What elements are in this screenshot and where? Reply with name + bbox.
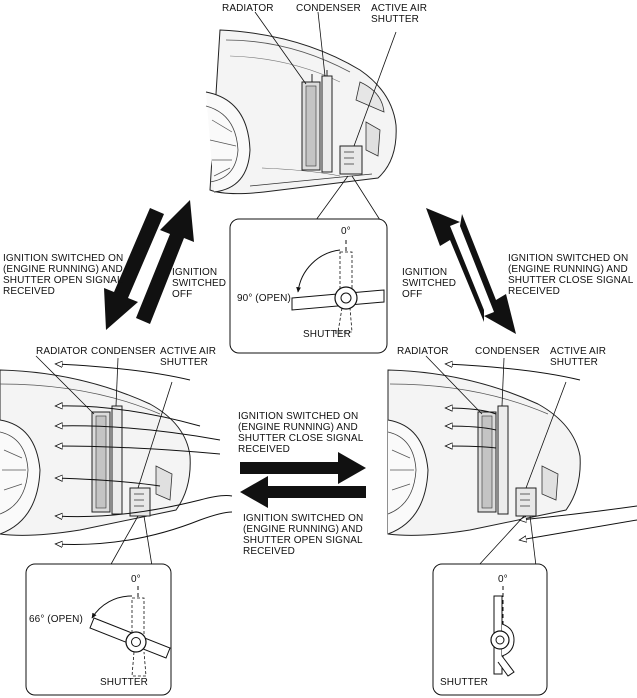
bottom-left-shutter-inset <box>25 563 172 696</box>
bl-inset-angle-label: 66° (OPEN) <box>29 614 83 625</box>
bl-condenser-label: CONDENSER <box>91 346 156 357</box>
top-shutter-label: ACTIVE AIR SHUTTER <box>371 3 428 25</box>
bottom-left-car-view <box>0 355 233 567</box>
top-inset-zero-label: 0° <box>341 226 351 237</box>
left-transition-arrows <box>104 200 194 330</box>
br-inset-zero-label: 0° <box>498 574 508 585</box>
br-condenser-label: CONDENSER <box>475 346 540 357</box>
bl-inset-zero-label: 0° <box>131 574 141 585</box>
right-off-label: IGNITION SWITCHED OFF <box>402 267 457 300</box>
left-off-label: IGNITION SWITCHED OFF <box>172 267 227 300</box>
right-on-close-label: IGNITION SWITCHED ON (ENGINE RUNNING) AN… <box>508 253 634 297</box>
top-car-view <box>204 11 426 221</box>
middle-to-left-label: IGNITION SWITCHED ON (ENGINE RUNNING) AN… <box>243 513 364 557</box>
top-radiator-label: RADIATOR <box>222 3 274 14</box>
right-transition-arrows <box>426 208 516 334</box>
bottom-right-car-view <box>387 355 637 567</box>
left-on-open-label: IGNITION SWITCHED ON (ENGINE RUNNING) AN… <box>3 253 124 297</box>
middle-to-right-label: IGNITION SWITCHED ON (ENGINE RUNNING) AN… <box>238 411 364 455</box>
top-condenser-label: CONDENSER <box>296 3 361 14</box>
bl-inset-shutter-label: SHUTTER <box>100 677 148 688</box>
top-shutter-inset <box>229 218 388 354</box>
top-inset-shutter-label: SHUTTER <box>303 329 351 340</box>
bottom-right-shutter-inset <box>432 563 548 696</box>
br-radiator-label: RADIATOR <box>397 346 449 357</box>
bl-radiator-label: RADIATOR <box>36 346 88 357</box>
middle-transition-arrows <box>240 452 366 508</box>
top-inset-angle-label: 90° (OPEN) <box>237 293 291 304</box>
br-shutter-label: ACTIVE AIR SHUTTER <box>550 346 607 368</box>
bl-shutter-label: ACTIVE AIR SHUTTER <box>160 346 217 368</box>
br-inset-shutter-label: SHUTTER <box>440 677 488 688</box>
